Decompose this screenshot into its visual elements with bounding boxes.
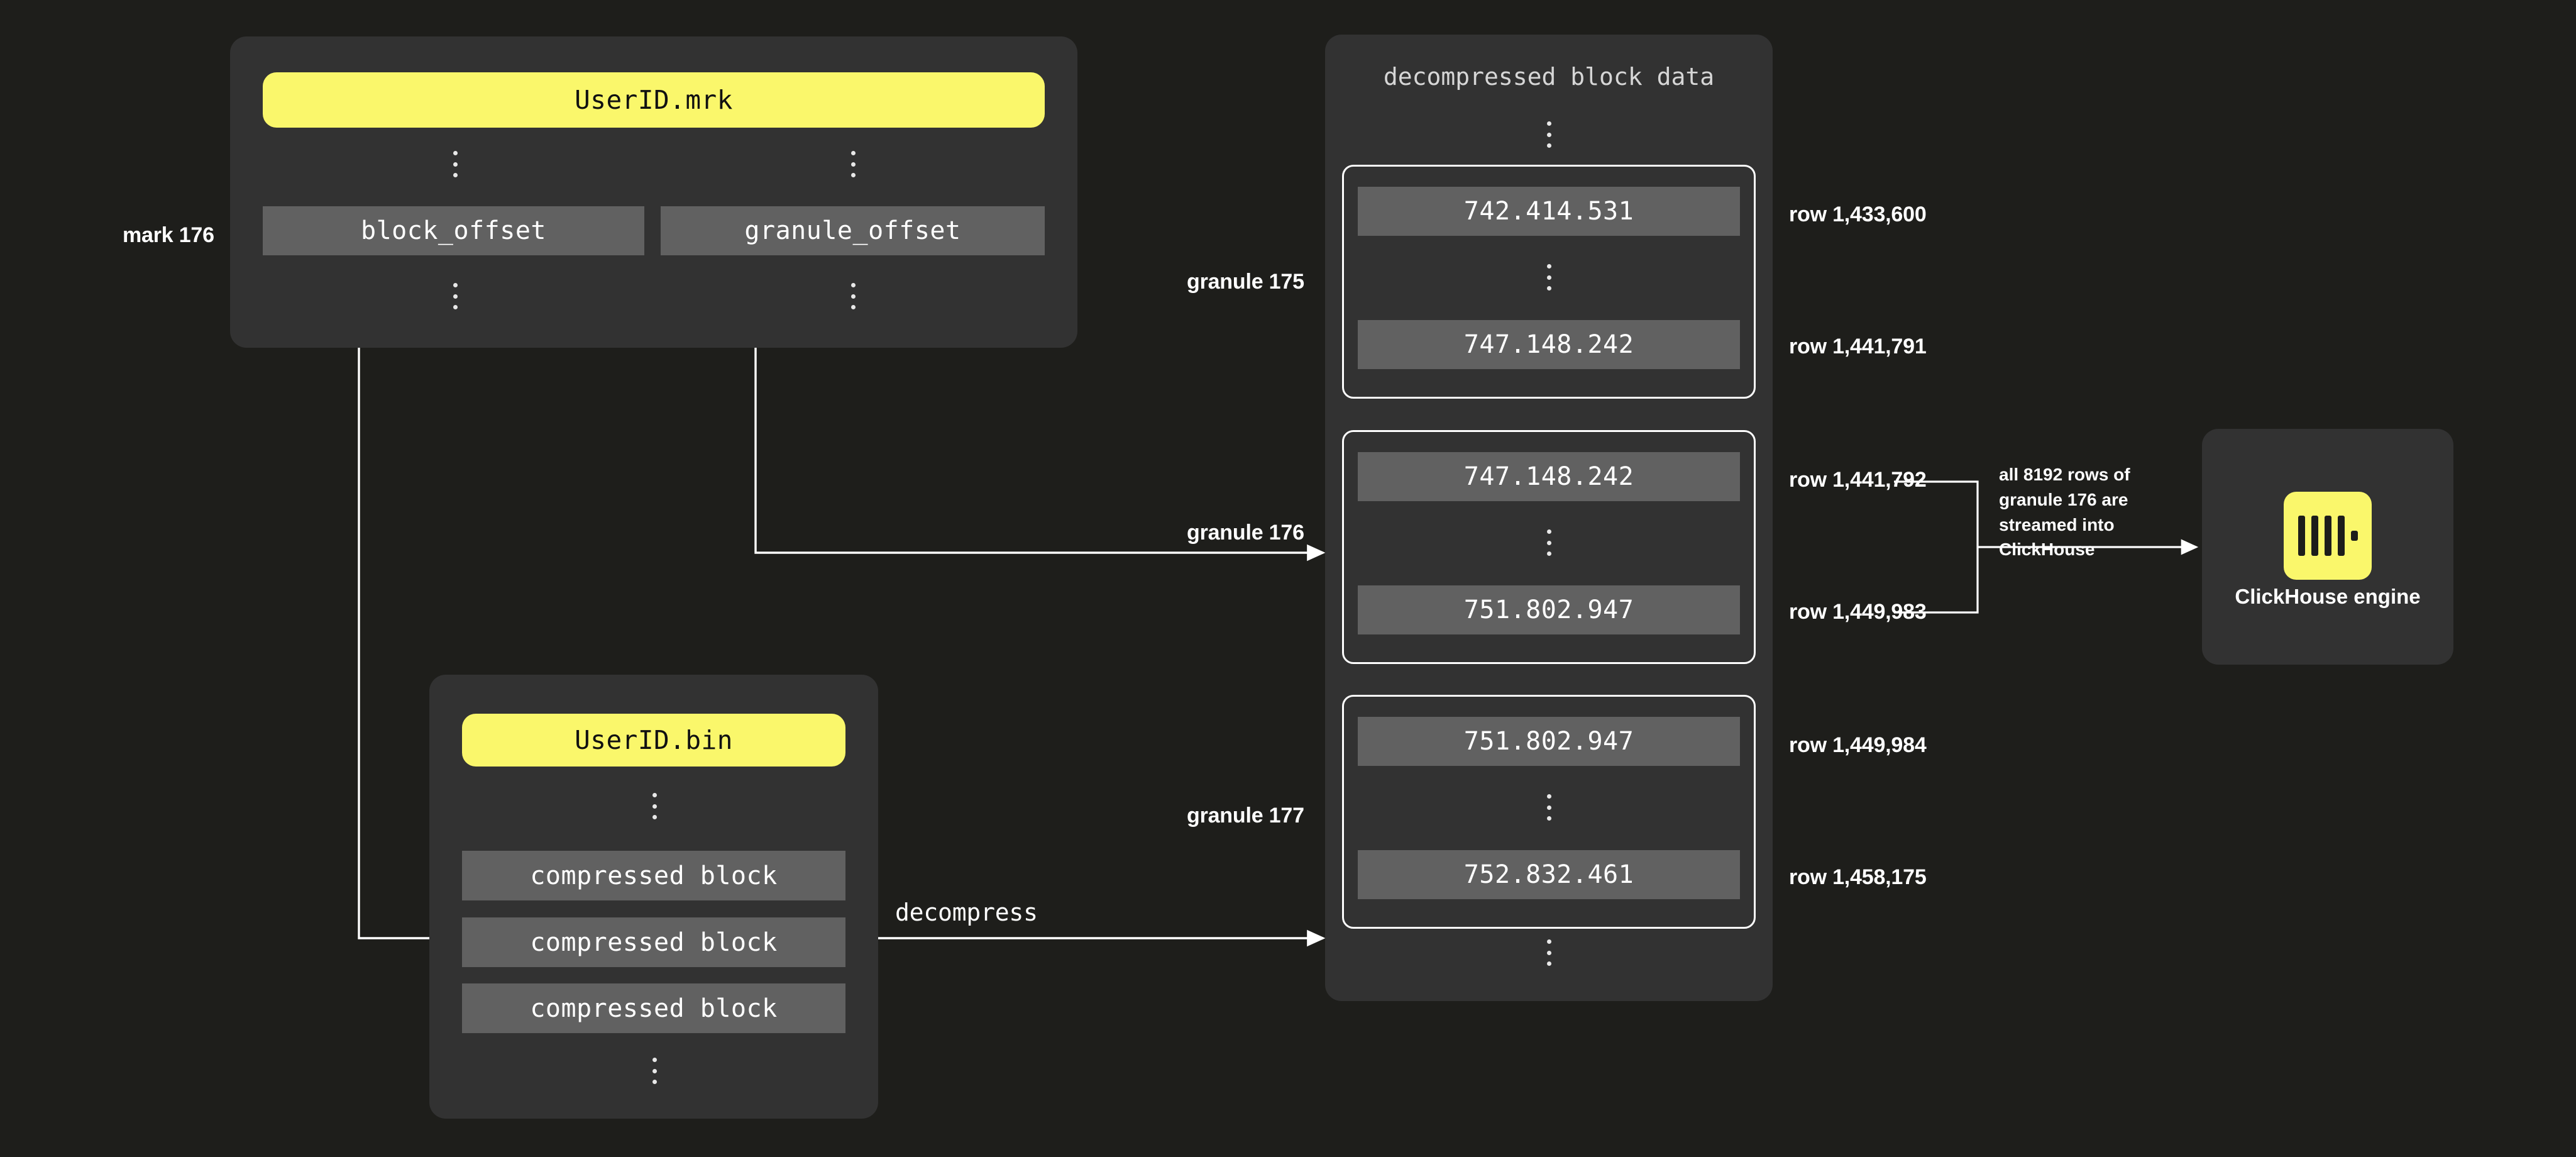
granule-offset-cell[interactable]: granule_offset	[661, 206, 1045, 255]
row-label-granule-177-last: row 1,458,175	[1789, 865, 1927, 889]
ellipsis-block-panel-top	[1546, 121, 1552, 148]
userid-bin-file-chip[interactable]: UserID.bin	[462, 714, 845, 767]
ellipsis-bin-above	[651, 793, 658, 819]
granule-176-label: granule 176	[1187, 521, 1304, 545]
granule-177-box	[1342, 695, 1756, 929]
compressed-block-1[interactable]: compressed block	[462, 851, 845, 900]
ellipsis-bin-below	[651, 1058, 658, 1084]
ellipsis-granule-176	[1546, 529, 1552, 556]
granule-176-last-value[interactable]: 751.802.947	[1358, 585, 1740, 634]
granule-177-first-value[interactable]: 751.802.947	[1358, 717, 1740, 766]
row-label-granule-176-last: row 1,449,983	[1789, 600, 1927, 624]
granule-175-first-value[interactable]: 742.414.531	[1358, 187, 1740, 236]
clickhouse-logo-bars	[2298, 516, 2358, 556]
clickhouse-bar-3	[2324, 516, 2331, 556]
granule-175-box	[1342, 165, 1756, 399]
granule-175-label: granule 175	[1187, 270, 1304, 294]
clickhouse-bar-2	[2311, 516, 2318, 556]
decompress-label: decompress	[895, 899, 1038, 926]
ellipsis-block-panel-bottom	[1546, 939, 1552, 966]
row-label-granule-177-first: row 1,449,984	[1789, 733, 1927, 757]
granule-175-last-value[interactable]: 747.148.242	[1358, 320, 1740, 369]
compressed-block-2[interactable]: compressed block	[462, 917, 845, 967]
granule-176-first-value[interactable]: 747.148.242	[1358, 452, 1740, 501]
clickhouse-bar-1	[2298, 516, 2305, 556]
clickhouse-engine-caption: ClickHouse engine	[2235, 585, 2421, 608]
block-offset-cell[interactable]: block_offset	[263, 206, 644, 255]
row-label-granule-175-last: row 1,441,791	[1789, 335, 1927, 358]
ellipsis-mrk-block-above	[452, 151, 458, 177]
clickhouse-bar-4	[2337, 516, 2345, 556]
userid-mrk-file-chip[interactable]: UserID.mrk	[263, 72, 1045, 128]
stream-note: all 8192 rows of granule 176 are streame…	[1999, 465, 2130, 560]
row-label-granule-175-first: row 1,433,600	[1789, 202, 1927, 226]
ellipsis-granule-175	[1546, 264, 1552, 291]
clickhouse-logo	[2284, 492, 2372, 580]
ellipsis-mrk-block-below	[452, 283, 458, 309]
granule-176-box	[1342, 430, 1756, 664]
granule-177-last-value[interactable]: 752.832.461	[1358, 850, 1740, 899]
compressed-block-3[interactable]: compressed block	[462, 983, 845, 1033]
mark-label: mark 176	[123, 223, 214, 247]
row-label-granule-176-first: row 1,441,792	[1789, 468, 1927, 492]
ellipsis-mrk-granule-above	[850, 151, 856, 177]
ellipsis-mrk-granule-below	[850, 283, 856, 309]
ellipsis-granule-177	[1546, 794, 1552, 821]
granule-177-label: granule 177	[1187, 804, 1304, 828]
clickhouse-bar-dot	[2350, 531, 2358, 541]
decompressed-block-data-title: decompressed block data	[1383, 63, 1715, 91]
